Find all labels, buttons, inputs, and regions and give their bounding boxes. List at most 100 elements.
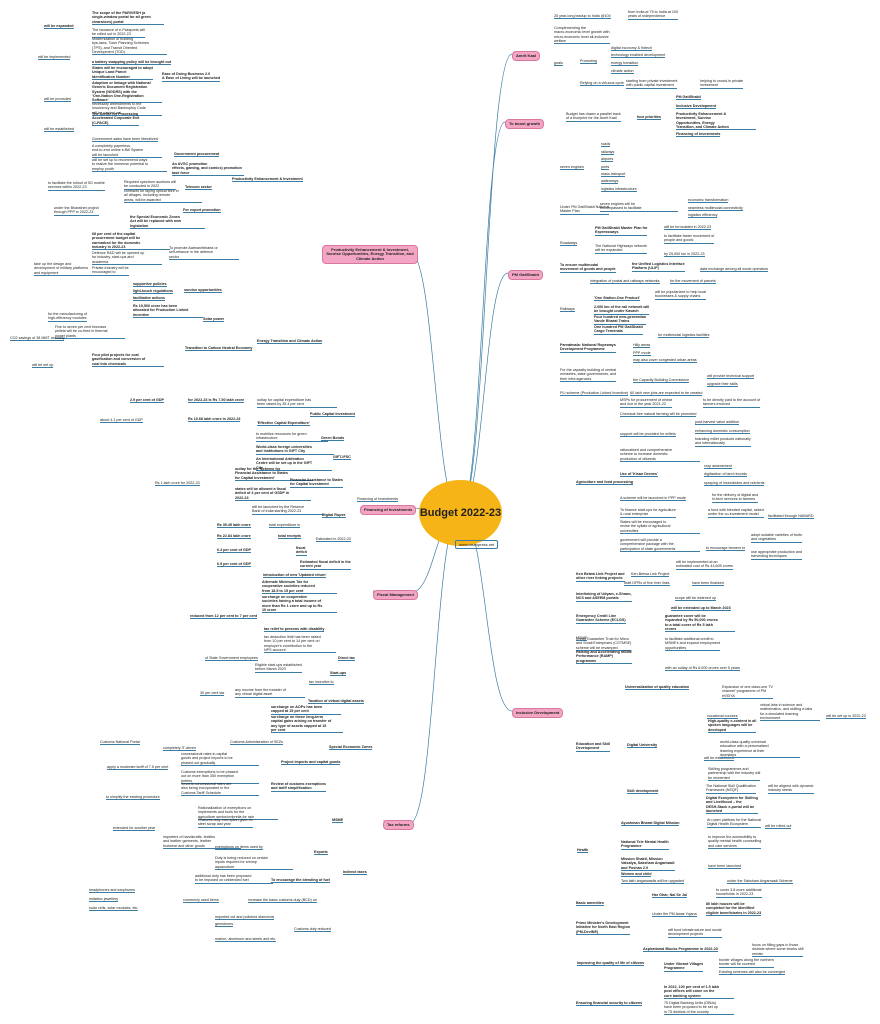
- left-node-l59[interactable]: Rs 1 lakh crore for 2022-23: [155, 481, 200, 487]
- right-node-r53[interactable]: may also cover congested urban areas: [633, 358, 697, 364]
- left-node-l20[interactable]: to facilitate the rollout of 5G mobile s…: [48, 181, 105, 191]
- right-node-r120[interactable]: Women and child: [621, 872, 652, 878]
- right-node-r50[interactable]: Parvatmala: National Ropeways Developmen…: [560, 343, 616, 353]
- left-node-l86[interactable]: 30 per cent tax: [200, 691, 225, 697]
- right-node-r13[interactable]: Budget has drawn a parallel track of a b…: [566, 112, 621, 122]
- right-node-r21[interactable]: railways: [601, 150, 615, 156]
- right-node-r89[interactable]: scope will be widened up: [675, 596, 716, 602]
- website-link[interactable]: www.iasexpress.net: [455, 540, 499, 549]
- left-node-l70[interactable]: fiscal deficit: [296, 546, 307, 556]
- left-node-l5[interactable]: will be implemented: [38, 55, 71, 61]
- right-node-r51[interactable]: Hilly areas: [633, 343, 651, 349]
- left-node-l3[interactable]: The issuance of e-Passports will be roll…: [92, 28, 145, 38]
- left-node-l99[interactable]: Several concessional rates are also bein…: [181, 782, 259, 796]
- left-node-l53[interactable]: Green Bonds: [321, 436, 345, 442]
- left-node-l121[interactable]: marine, aluminum and steels and etc.: [215, 937, 277, 943]
- right-node-r57[interactable]: upgrade their skills: [707, 382, 738, 388]
- left-node-l73[interactable]: Estimated fiscal deficit in the current …: [300, 560, 351, 570]
- right-node-r28[interactable]: seven engines will be encompassed to fac…: [600, 202, 678, 212]
- left-node-l101[interactable]: Rationalization of exemptions on impleme…: [198, 806, 278, 820]
- right-node-r56[interactable]: the Capacity Building Commission: [633, 378, 689, 384]
- left-node-l115[interactable]: commonly used items: [183, 898, 219, 904]
- left-node-l36[interactable]: Rs 19,500 crore has been allocated for P…: [133, 304, 203, 318]
- left-node-l19[interactable]: Productivity Enhancement & Investment: [232, 177, 303, 183]
- left-node-l88[interactable]: surcharge on AOPs has been capped at 15 …: [271, 705, 341, 715]
- right-node-r48[interactable]: One hundred PM GatiShakti Cargo Terminal…: [594, 325, 643, 335]
- right-node-r81[interactable]: to encourage farmers to: [706, 546, 746, 552]
- left-node-l84[interactable]: Start-ups: [330, 671, 347, 677]
- right-node-r102[interactable]: will be set up in 2022-23: [826, 714, 866, 720]
- right-node-r52[interactable]: PPP mode: [633, 351, 651, 357]
- right-node-r134[interactable]: Under Vibrant Villages Programme: [664, 962, 704, 972]
- left-node-l49[interactable]: about 4.1 per cent of GDP: [100, 418, 143, 424]
- left-node-l98[interactable]: Review of customs exemptions and tariff …: [271, 782, 326, 792]
- left-node-l41[interactable]: CO2 savings of 38 MMT annually: [10, 336, 65, 342]
- right-node-r35[interactable]: to facilitate faster movement of people …: [664, 234, 715, 244]
- right-node-r96[interactable]: Raising and Accelerating MSME Performanc…: [576, 650, 633, 664]
- left-node-l120[interactable]: Customs duty reduced: [294, 927, 331, 933]
- left-node-l18[interactable]: An AVGC promotion effects, gaming, and c…: [172, 162, 244, 176]
- right-node-r71[interactable]: digitization of land records: [704, 472, 747, 478]
- left-node-l16[interactable]: Government procurement: [174, 152, 220, 158]
- right-node-r137[interactable]: In 2022, 100 per cent of 1.5 lakh post o…: [664, 985, 734, 999]
- left-node-l118[interactable]: imported cut and polished diamonds: [215, 915, 275, 921]
- right-node-r27[interactable]: Under PM GatiShakti National Master Plan: [560, 205, 610, 215]
- right-node-r103[interactable]: High-quality e-content in all spoken lan…: [708, 719, 757, 733]
- right-node-r123[interactable]: under the Saksham Anganwadi Scheme: [727, 879, 793, 885]
- right-node-r88[interactable]: Interlinking of Udyam, e-Shram, NCS and …: [576, 592, 632, 602]
- right-node-r37[interactable]: by 25,000 km in 2022-23: [664, 252, 705, 258]
- left-node-l52[interactable]: to mobilize resources for green infrastr…: [256, 432, 328, 442]
- right-node-r119[interactable]: Mission Shakti, Mission Vatsalya, Saksha…: [621, 857, 675, 871]
- right-node-r82[interactable]: use appropriate production and harvestin…: [751, 550, 803, 560]
- left-node-l75[interactable]: Alternate Minimum Tax for cooperative so…: [262, 580, 337, 594]
- right-node-r23[interactable]: ports: [601, 165, 610, 171]
- right-node-r20[interactable]: roads: [601, 142, 611, 148]
- right-node-r135[interactable]: border villages along the northern borde…: [719, 958, 774, 968]
- left-node-l7[interactable]: States will be encouraged to adopt Uniqu…: [92, 66, 153, 80]
- right-node-r130[interactable]: will fund infrastructure and social deve…: [668, 928, 722, 938]
- left-node-l65[interactable]: total expenditure in: [269, 523, 301, 529]
- left-node-l110[interactable]: additional duty has been proposed to be …: [195, 874, 273, 884]
- left-node-l34[interactable]: sunrise opportunities: [184, 288, 222, 294]
- right-node-r58[interactable]: PLI scheme (Production Linked Incentive): [560, 391, 629, 397]
- right-node-r9[interactable]: climate action: [611, 69, 634, 75]
- left-node-l102[interactable]: MSME: [332, 818, 344, 824]
- left-node-l57[interactable]: Financing of Investments: [357, 497, 398, 503]
- right-node-r93[interactable]: MSME: [576, 636, 588, 642]
- left-node-l21[interactable]: Required spectrum auctions will be condu…: [124, 180, 177, 190]
- left-node-l29[interactable]: Defence R&D will be opened up for indust…: [92, 251, 162, 265]
- right-node-r92[interactable]: guarantee cover will be expanded by Rs 5…: [665, 614, 735, 633]
- left-node-l81[interactable]: Direct tax: [338, 656, 355, 662]
- right-node-r79[interactable]: adopt suitable varieties of fruits and v…: [751, 533, 802, 543]
- right-node-r5[interactable]: Promoting: [580, 59, 597, 65]
- right-node-r3[interactable]: Complementing the macro-economic level g…: [554, 26, 610, 45]
- left-node-l14[interactable]: Government sales have been liberalized: [92, 137, 158, 143]
- left-node-l77[interactable]: reduced from 12 per cent to 7 per cent: [190, 614, 258, 620]
- right-node-r24[interactable]: mass transport: [601, 172, 626, 178]
- right-node-r107[interactable]: world-class quality universal education …: [720, 740, 800, 759]
- right-node-r105[interactable]: Digital University: [627, 743, 658, 749]
- right-node-r113[interactable]: Ayushman Bharat Digital Mission: [621, 821, 680, 827]
- right-node-r75[interactable]: To finance start-ups for agriculture & r…: [620, 508, 676, 518]
- left-node-l66[interactable]: Rs 22.84 lakh crore: [217, 534, 251, 540]
- left-node-l28[interactable]: To promote Aatmanirbharta or self-relian…: [169, 246, 239, 260]
- right-node-r63[interactable]: post-harvest value addition: [695, 420, 740, 426]
- left-node-l31[interactable]: Private industry will be encouraged to: [92, 266, 129, 276]
- left-node-l22[interactable]: Telecom sector: [185, 185, 212, 191]
- left-node-l42[interactable]: Transition to Carbon Neutral Economy: [185, 346, 253, 352]
- left-node-l25[interactable]: For export promotion: [183, 208, 221, 214]
- left-node-l56[interactable]: An International Arbitration Centre will…: [256, 457, 332, 471]
- right-node-r73[interactable]: A scheme will be launched in PPP mode: [620, 496, 686, 502]
- left-node-l103[interactable]: Customs duty exemption given to steel sc…: [198, 818, 253, 828]
- branch-inclusive-development[interactable]: Inclusive Development: [512, 708, 564, 718]
- right-node-r34[interactable]: will be formulated in 2022-23: [664, 225, 712, 231]
- right-node-r38[interactable]: To ensure multimodal movement of goods a…: [560, 263, 616, 273]
- left-node-l68[interactable]: Estimated in 2022-23: [316, 537, 351, 543]
- right-node-r129[interactable]: Prime Minister's Development Initiative …: [576, 921, 631, 935]
- left-node-l79[interactable]: tax deduction limit has been raised from…: [264, 635, 336, 654]
- left-node-l85[interactable]: any income from the transfer of any virt…: [235, 688, 305, 698]
- right-node-r40[interactable]: data exchange among all mode operators: [700, 267, 769, 273]
- right-node-r65[interactable]: enhancing domestic consumption: [695, 429, 750, 435]
- right-node-r122[interactable]: Two lakh anganwadis will be upgraded: [621, 879, 685, 885]
- right-node-r10[interactable]: Relying on a virtuous cycle: [580, 81, 624, 87]
